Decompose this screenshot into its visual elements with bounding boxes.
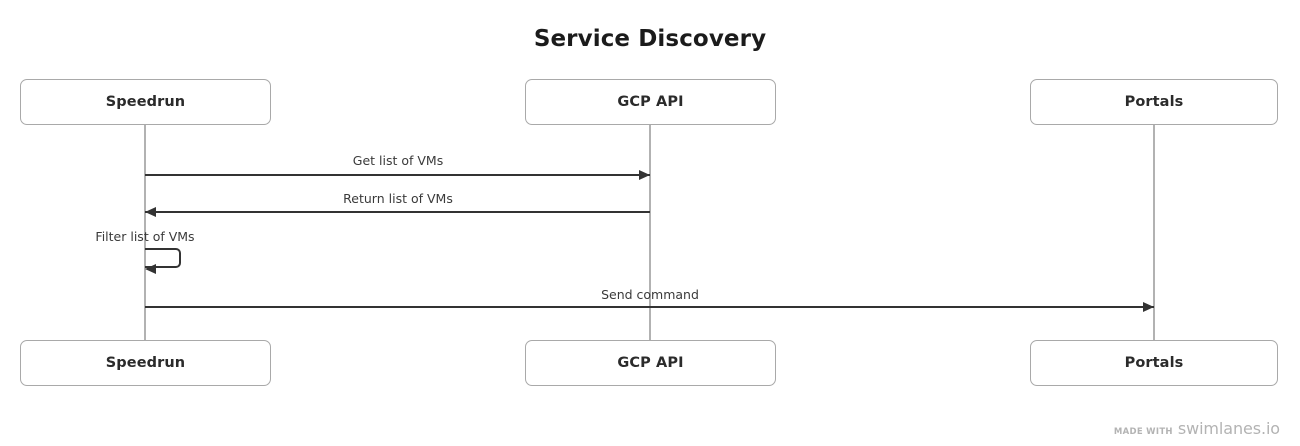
participant-box-gcp-api-header[interactable]: GCP API — [525, 79, 776, 125]
message-label-send-command: Send command — [601, 287, 699, 302]
watermark-brand: swimlanes.io — [1177, 419, 1280, 438]
lifeline-speedrun — [144, 125, 146, 340]
message-line — [145, 174, 650, 176]
message-label-filter-list-of-vms: Filter list of VMs — [95, 229, 195, 244]
message-get-list-of-vms[interactable]: Get list of VMs — [145, 153, 650, 180]
participant-box-portals-footer[interactable]: Portals — [1030, 340, 1278, 386]
arrowhead-right-icon — [1143, 302, 1154, 312]
message-return-list-of-vms[interactable]: Return list of VMs — [145, 191, 650, 217]
lifeline-portals — [1153, 125, 1155, 340]
participant-box-speedrun-footer[interactable]: Speedrun — [20, 340, 271, 386]
self-loop-path — [145, 248, 181, 268]
watermark-prefix: Made with — [1113, 427, 1173, 437]
message-label-return-list-of-vms: Return list of VMs — [343, 191, 453, 206]
message-line — [145, 306, 1154, 308]
page-title: Service Discovery — [533, 26, 767, 52]
lifeline-gcp-api — [649, 125, 651, 340]
participant-box-speedrun-header[interactable]: Speedrun — [20, 79, 271, 125]
message-label-get-list-of-vms: Get list of VMs — [352, 153, 444, 168]
arrowhead-left-icon — [145, 207, 156, 217]
participant-label-portals: Portals — [1124, 355, 1184, 371]
participant-label-portals: Portals — [1124, 94, 1184, 110]
message-send-command[interactable]: Send command — [145, 287, 1154, 312]
participant-label-gcp-api: GCP API — [617, 355, 684, 371]
message-line — [145, 211, 650, 213]
participant-label-gcp-api: GCP API — [617, 94, 684, 110]
arrowhead-left-icon — [145, 264, 156, 274]
participant-box-gcp-api-footer[interactable]: GCP API — [525, 340, 776, 386]
participant-label-speedrun: Speedrun — [105, 355, 186, 371]
participant-box-portals-header[interactable]: Portals — [1030, 79, 1278, 125]
arrowhead-right-icon — [639, 170, 650, 180]
swimlanes-watermark[interactable]: Made with swimlanes.io — [1114, 419, 1280, 438]
participant-label-speedrun: Speedrun — [105, 94, 186, 110]
